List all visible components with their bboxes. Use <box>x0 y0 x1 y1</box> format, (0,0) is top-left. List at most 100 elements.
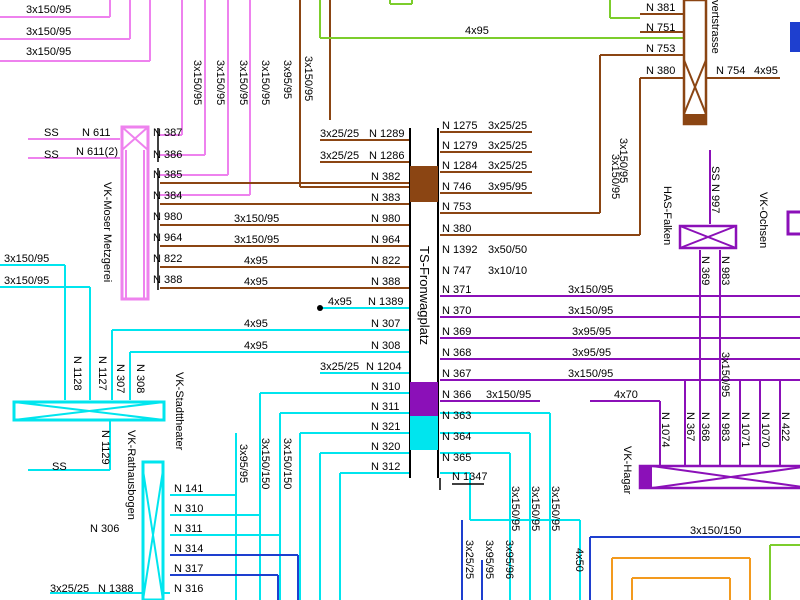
feeder-id: N 1074 <box>659 412 671 447</box>
feeder-id: N 381 <box>646 2 675 14</box>
cable-label: 3x150/95 <box>568 284 613 296</box>
cable-label: 3x150/150 <box>281 438 293 489</box>
cable-label: 3x150/95 <box>234 234 279 246</box>
feeder-id: N 822 <box>153 253 182 265</box>
feeder-id: N 983 <box>719 256 731 285</box>
feeder-id: N 382 <box>371 171 400 183</box>
cable-label: 3x150/95 <box>568 305 613 317</box>
rathausbogen-labels: N 141 N 310 N 311 N 314 N 317 N 316 N 30… <box>50 438 293 595</box>
cable-label: 3x25/25 <box>320 150 359 162</box>
feeder-id: N 363 <box>442 410 471 422</box>
feeder-id: N 317 <box>174 563 203 575</box>
feeder-id: N 312 <box>371 461 400 473</box>
feeder-id: N 368 <box>442 347 471 359</box>
feeder-id: N 1070 <box>759 412 771 447</box>
cable-label: 4x95 <box>465 25 489 37</box>
ss-label: SS <box>44 149 59 161</box>
feeder-id: N 1279 <box>442 140 477 152</box>
feeder-id: N 141 <box>174 483 203 495</box>
feeder-id: N 368 <box>699 412 711 441</box>
cable-label: 4x95 <box>244 340 268 352</box>
feeder-id: N 980 <box>371 213 400 225</box>
feeder-id: N 365 <box>442 452 471 464</box>
feeder-id: N 384 <box>153 190 182 202</box>
cable-label: 3x25/25 <box>488 140 527 152</box>
station-label: TS-Fronwagplatz <box>417 246 432 345</box>
green-lines <box>319 0 800 600</box>
vertstrasse-labels: N 381 N 751 N 753 N 380 N 754 4x95 3x150… <box>609 2 778 199</box>
hagar-labels: 4x70 N 1074 N 367 N 368 N 983 N 1071 N 1… <box>614 352 791 447</box>
cable-label: 3x150/95 <box>26 46 71 58</box>
has-falken-label: HAS-Falken <box>661 186 673 245</box>
feeder-id: N 366 <box>442 389 471 401</box>
vk-stadttheater-label: VK-Stadttheater <box>173 372 185 451</box>
cable-label: 3x25/25 <box>463 540 475 579</box>
cable-label: 3x150/95 <box>719 352 731 397</box>
cable-label: 3x95/96 <box>503 540 515 579</box>
feeder-id: N 983 <box>719 412 731 441</box>
cable-label: 3x150/95 <box>617 138 629 183</box>
cable-label: 4x95 <box>328 296 352 308</box>
cable-label: 3x50/50 <box>488 244 527 256</box>
feeder-id: N 997 <box>709 184 721 213</box>
cable-label: 3x150/95 <box>568 368 613 380</box>
falken-labels: SS N 997 N 369 N 983 <box>699 166 731 285</box>
blue-block <box>790 22 800 52</box>
feeder-id: N 369 <box>699 256 711 285</box>
cable-label: 3x150/150 <box>259 438 271 489</box>
has-falken-box: HAS-Falken <box>661 186 738 250</box>
cable-label: 3x25/25 <box>320 128 359 140</box>
right-feeder-labels: N 1275 3x25/25 N 1279 3x25/25 N 1284 3x2… <box>442 120 613 483</box>
ticks <box>157 128 484 490</box>
feeder-id: N 822 <box>371 255 400 267</box>
cable-label: 3x150/150 <box>690 525 741 537</box>
feeder-id: N 422 <box>779 412 791 441</box>
vk-moser-label: VK-Moser Metzgerei <box>101 182 113 282</box>
feeder-id: N 964 <box>153 232 182 244</box>
feeder-id: N 380 <box>646 65 675 77</box>
vk-hagar-box: VK-Hagar <box>621 446 800 495</box>
cable-label: 3x25/25 <box>50 583 89 595</box>
cable-label: 3x25/25 <box>488 160 527 172</box>
cable-label: 3x95/95 <box>572 326 611 338</box>
ss-label: SS <box>44 127 59 139</box>
feeder-id: N 747 <box>442 265 471 277</box>
cable-label: 3x25/25 <box>488 120 527 132</box>
cable-label: 3x150/95 <box>259 60 271 105</box>
cable-label: 3x150/95 <box>509 486 521 531</box>
station-purple-block <box>410 382 438 416</box>
cable-label: 3x95/95 <box>237 444 249 483</box>
feeder-id: N 316 <box>174 583 203 595</box>
feeder-id: N 1389 <box>368 296 403 308</box>
endpoint-dot <box>317 305 323 311</box>
cable-label: 3x150/95 <box>26 4 71 16</box>
moser-labels: SS N 611 SS N 611(2) N 387 N 386 N 385 N… <box>44 127 182 286</box>
feeder-id: N 1289 <box>369 128 404 140</box>
feeder-id: N 387 <box>153 127 182 139</box>
feeder-id: N 1128 <box>71 356 83 391</box>
feeder-id: N 385 <box>153 169 182 181</box>
feeder-id: N 321 <box>371 421 400 433</box>
feeder-id: N 1286 <box>369 150 404 162</box>
feeder-id: N 380 <box>442 223 471 235</box>
purple-lines <box>440 150 800 466</box>
fronwagplatz-station: TS-Fronwagplatz <box>409 128 439 478</box>
cable-label: 3x150/95 <box>234 213 279 225</box>
magenta-lines <box>0 0 251 196</box>
vk-moser-box: VK-Moser Metzgerei <box>101 125 150 301</box>
cable-label: 3x150/95 <box>4 253 49 265</box>
cable-label: 3x95/95 <box>483 540 495 579</box>
feeder-id: N 306 <box>90 523 119 535</box>
feeder-id: N 1127 <box>96 356 108 391</box>
feeder-id: N 1392 <box>442 244 477 256</box>
feeder-id: N 1284 <box>442 160 477 172</box>
cable-label: 3x150/95 <box>237 60 249 105</box>
cable-label: 3x10/10 <box>488 265 527 277</box>
blue-lines <box>170 520 800 600</box>
feeder-id: N 320 <box>371 441 400 453</box>
feeder-id: N 388 <box>371 276 400 288</box>
cable-label: 4x50 <box>573 548 585 572</box>
vk-hagar-label: VK-Hagar <box>621 446 633 495</box>
cable-label: 3x95/95 <box>281 60 293 99</box>
